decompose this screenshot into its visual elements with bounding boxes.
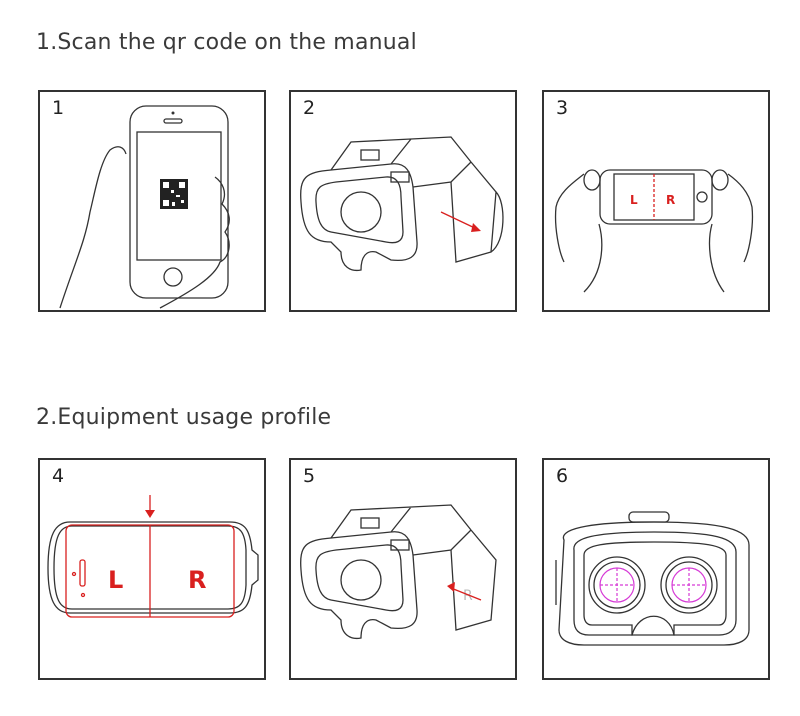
section-title-usage: 2.Equipment usage profile: [36, 405, 332, 430]
step-panel-5: R 5: [289, 458, 517, 680]
right-eye-label: R: [666, 193, 675, 207]
step-number: 3: [556, 97, 569, 119]
left-eye-label: L: [108, 566, 123, 594]
phone-in-tray-top-view-icon: L R: [47, 495, 259, 618]
step-panel-3: L R 3: [542, 90, 770, 312]
step-number: 1: [52, 97, 65, 119]
right-eye-label: R: [188, 566, 206, 594]
step-panel-4: L R 4: [38, 458, 266, 680]
step-number: 4: [52, 465, 65, 487]
section-title-scan: 1.Scan the qr code on the manual: [36, 30, 417, 55]
vr-headset-insert-tray-icon: R: [300, 504, 497, 640]
hands-holding-phone-landscape-icon: L R: [554, 169, 754, 293]
tray-label: R: [463, 588, 473, 604]
vr-headset-lenses-view-icon: [555, 511, 750, 646]
step-number: 5: [303, 465, 316, 487]
step-panel-2: 2: [289, 90, 517, 312]
step-panel-6: 6: [542, 458, 770, 680]
left-eye-label: L: [630, 193, 638, 207]
qr-code-icon: [160, 179, 188, 209]
step-panel-1: 1: [38, 90, 266, 312]
vr-headset-open-front-cover-icon: [300, 136, 504, 272]
step-number: 2: [303, 97, 316, 119]
step-number: 6: [556, 465, 569, 487]
hand-holding-phone-with-qr-code-icon: [59, 105, 230, 309]
